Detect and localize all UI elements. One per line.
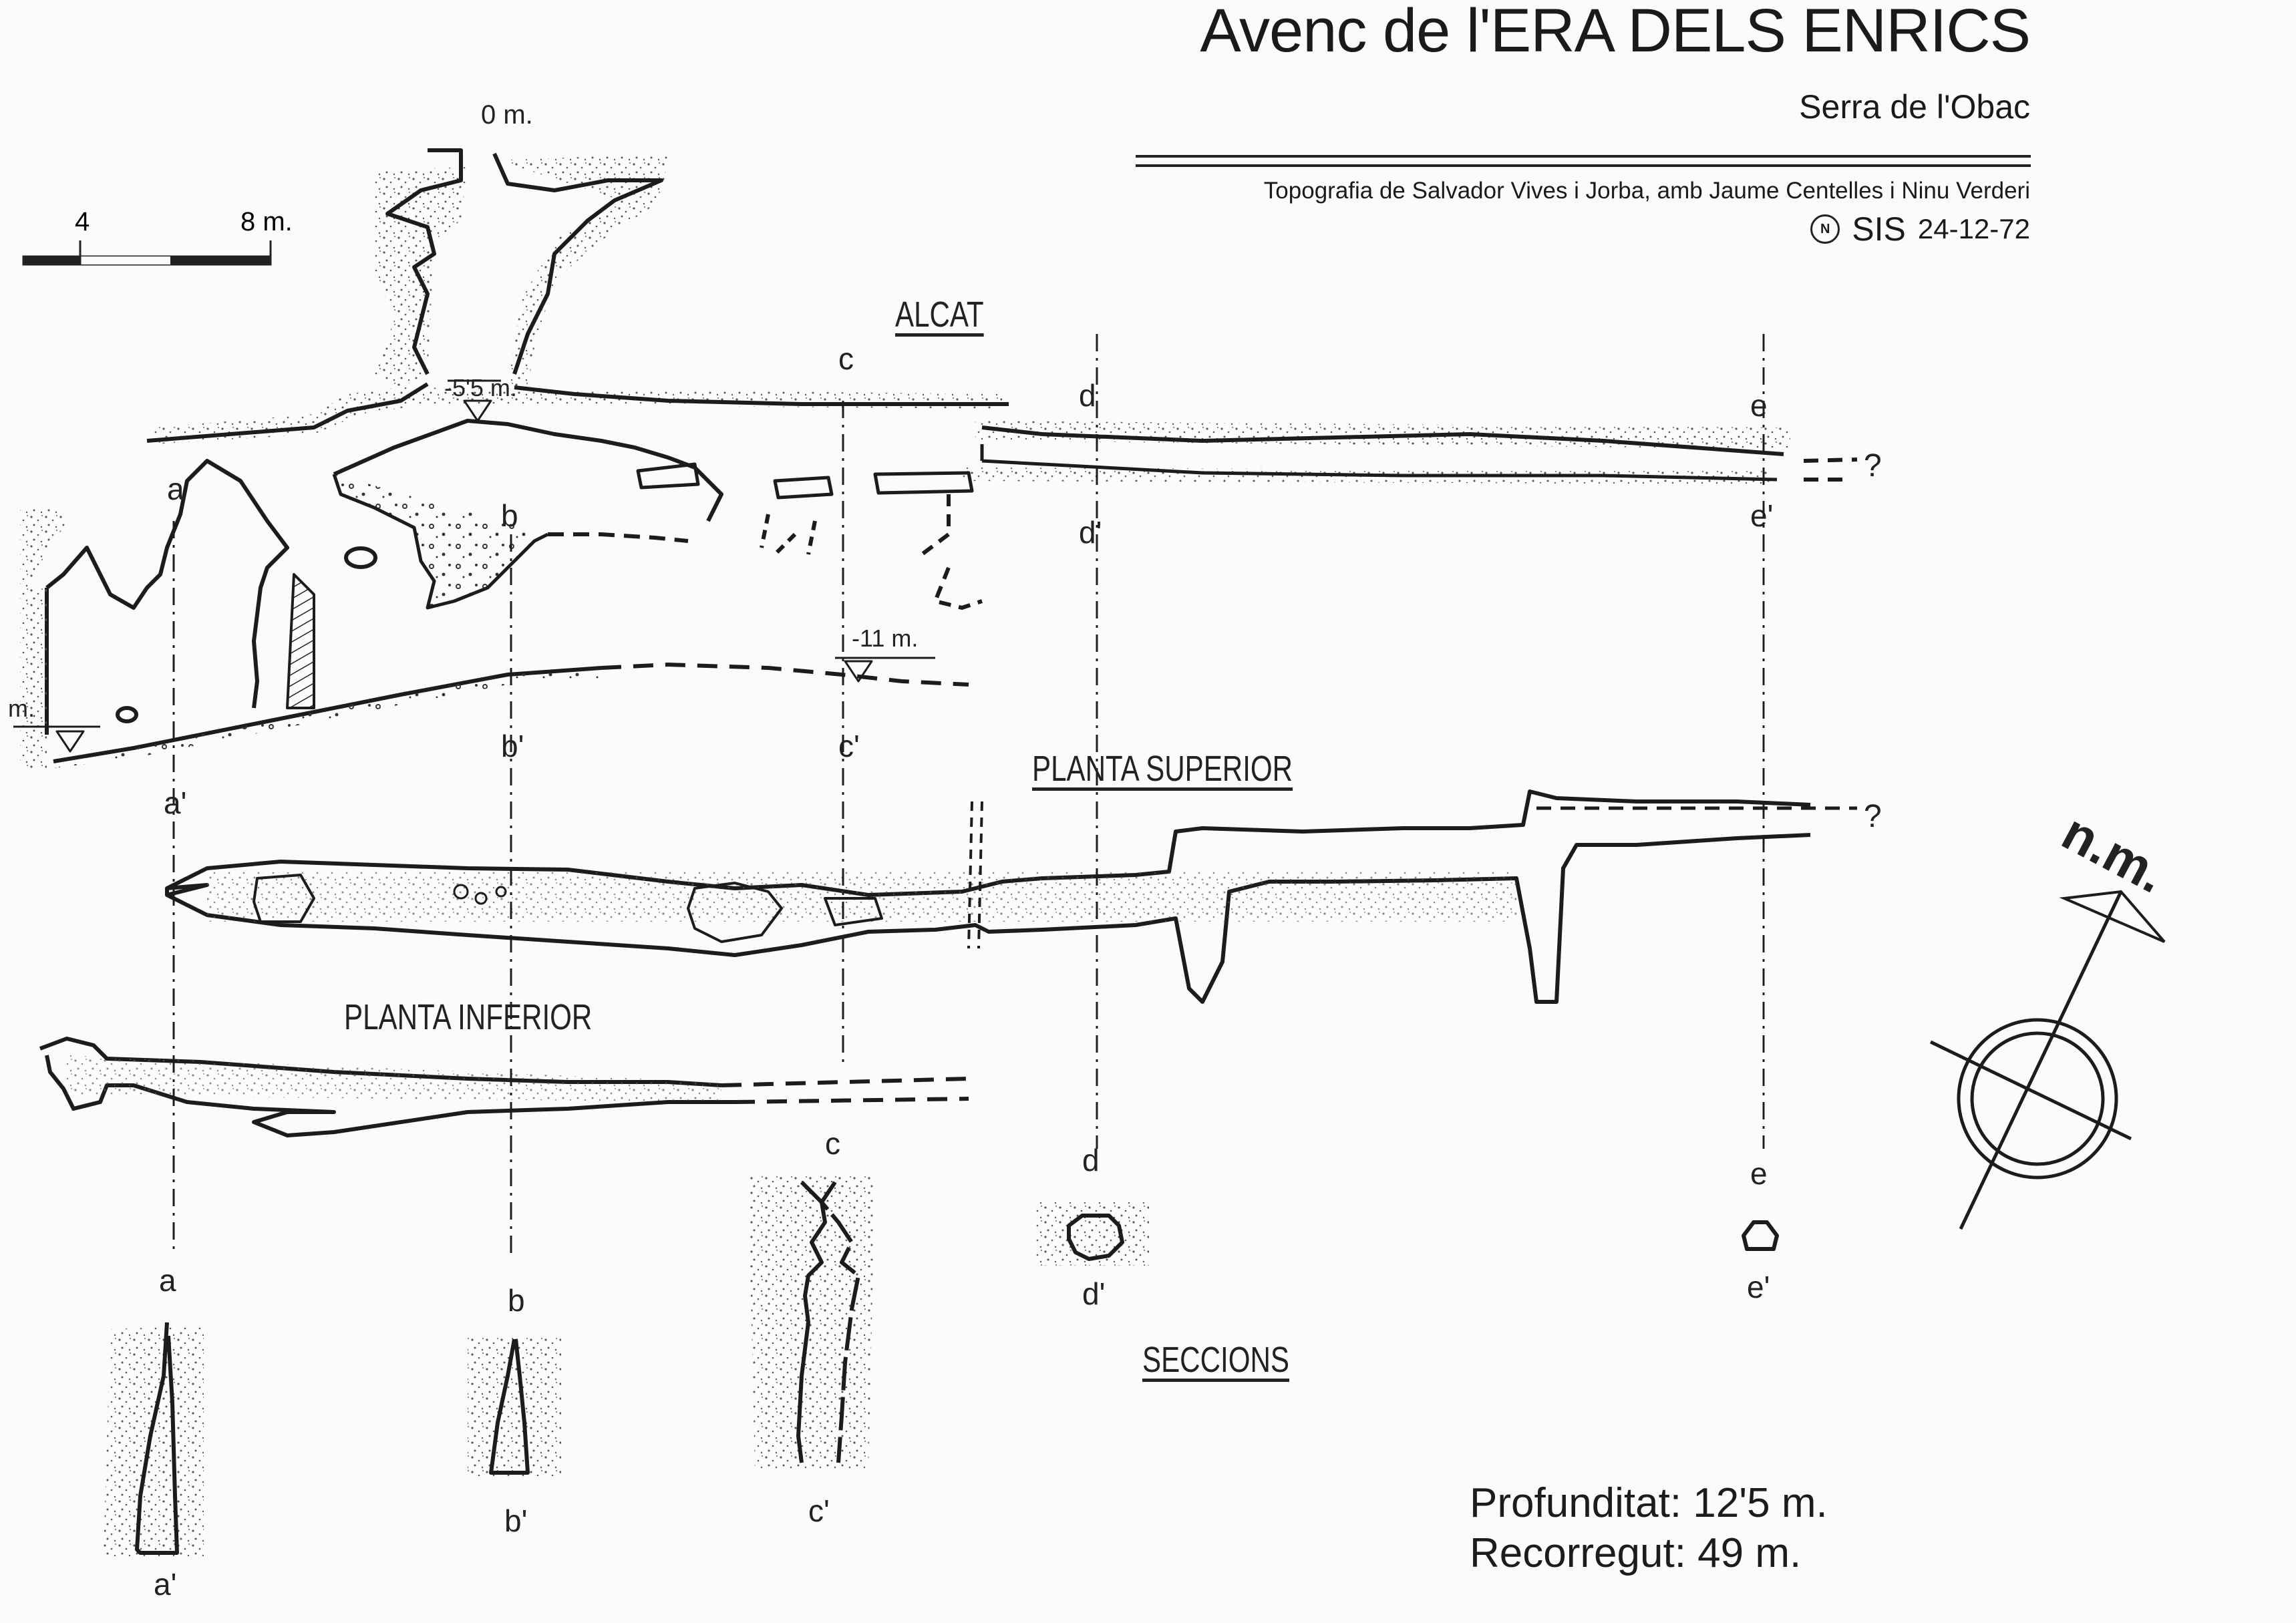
scale-label-8m: 8 m. [240,207,293,236]
depth-ledge: -5'5 m. [444,374,517,401]
label-sections: SECCIONS [1142,1340,1290,1380]
section-e-top: e [1750,388,1768,423]
depth-floor: -11 m. [852,624,919,652]
section-a-label: a [159,1263,176,1298]
depth-left-edge: m. [8,695,35,722]
header-rule-bottom [1136,164,2031,167]
scale-bar: 4 8 m. [22,207,293,266]
section-d-bottom: d' [1079,515,1102,550]
section-b-top: b [501,498,518,533]
depth-entrance: 0 m. [481,100,533,130]
section-e-bottom: e' [1750,498,1774,533]
label-upper-plan: PLANTA SUPERIOR [1032,749,1293,789]
section-b-label: b [508,1283,525,1318]
header-rule-top [1136,155,2031,158]
section-d-label: d [1082,1143,1100,1178]
section-lines [172,334,1765,1256]
lower-plan [39,1037,969,1137]
map-title: Avenc de l'ERA DELS ENRICS [1200,0,2031,65]
section-d-top: d [1079,378,1096,413]
elevation-profile [13,148,1858,768]
section-c-bottom: c' [838,729,860,763]
label-elevation: ALCAT [895,295,984,335]
section-c-top: c [838,341,854,376]
org-date-line: N SIS 24-12-72 [1810,212,2030,246]
section-b-bottom: b' [501,729,524,763]
section-a-bottom: a' [164,785,187,820]
north-arrow-icon [1929,890,2166,1230]
survey-date: 24-12-72 [1917,213,2030,244]
upper-plan [165,789,1857,1004]
section-a-prime-label: a' [154,1567,177,1602]
section-e-prime-label: e' [1747,1270,1770,1304]
stat-length: Recorregut: 49 m. [1470,1530,1802,1576]
section-c-label: c [825,1126,840,1161]
org-name: SIS [1852,210,1906,248]
label-lower-plan: PLANTA INFERIOR [344,997,593,1037]
continuation-mark-elevation: ? [1864,448,1882,484]
stat-depth: Profunditat: 12'5 m. [1470,1480,1828,1526]
section-profiles [104,1176,1779,1556]
section-e-label: e [1750,1156,1768,1191]
section-a-top: a [167,472,184,506]
section-c-prime-label: c' [808,1493,830,1528]
map-region: Serra de l'Obac [1799,88,2030,126]
scale-label-4: 4 [75,207,90,236]
continuation-mark-plan: ? [1864,799,1882,834]
survey-credits: Topografia de Salvador Vives i Jorba, am… [1263,178,2030,204]
org-logo-icon: N [1810,214,1840,244]
section-d-prime-label: d' [1082,1276,1106,1311]
section-b-prime-label: b' [504,1503,528,1538]
